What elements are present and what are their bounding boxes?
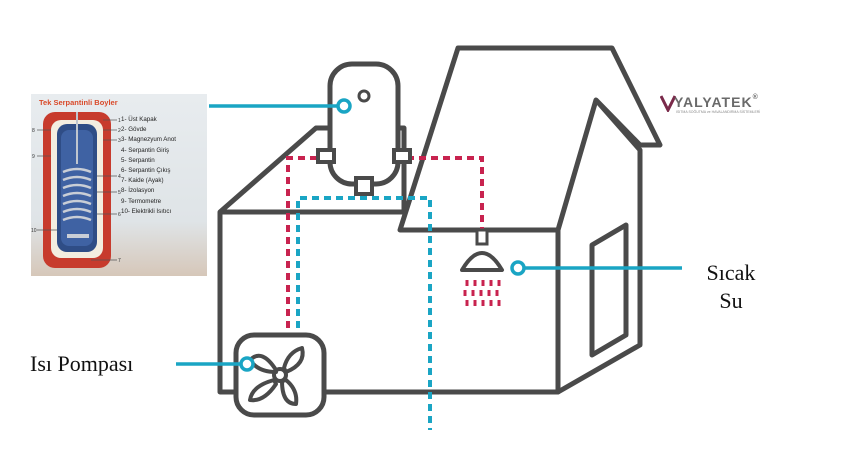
heat-pump-label: Isı Pompası xyxy=(30,351,134,376)
house-side-door xyxy=(589,222,629,358)
callout-number: 8 xyxy=(32,128,35,134)
boiler-tank xyxy=(327,61,401,187)
boiler-bottom-fitting xyxy=(354,176,374,196)
shower-pipe xyxy=(475,228,489,246)
callout-number: 4 xyxy=(118,174,121,180)
callout-number: 2 xyxy=(118,128,121,134)
hot-water-label-line1: Sıcak xyxy=(706,260,756,285)
hot-water-pipe-to-shower xyxy=(395,156,484,232)
boiler-parts-list: 1- Üst Kapak 2- Gövde 3- Magnezyum Anot … xyxy=(121,116,176,218)
list-item: 8- İzolasyon xyxy=(121,187,155,195)
callout-number: 10 xyxy=(31,228,37,234)
callout-number: 7 xyxy=(118,258,121,264)
list-item: 4- Serpantin Giriş xyxy=(121,146,170,154)
boiler-left-fitting xyxy=(316,148,336,164)
list-item: 2- Gövde xyxy=(121,126,147,134)
callout-number: 5 xyxy=(118,190,121,196)
list-item: 1- Üst Kapak xyxy=(121,116,157,123)
heat-pump-body xyxy=(233,332,327,418)
list-item: 9- Termometre xyxy=(121,197,162,205)
logo-tagline: ISITMA SOĞUTMA ve HAVALANDIRMA SİSTEMLER… xyxy=(676,110,761,114)
list-item: 5- Serpantin xyxy=(121,156,155,164)
list-item: 6- Serpantin Çıkış xyxy=(121,166,171,174)
company-logo: YALYATEK® ISITMA SOĞUTMA ve HAVALANDIRMA… xyxy=(660,94,770,124)
shower-water-drops xyxy=(463,280,501,306)
shower-head xyxy=(460,251,504,272)
hot-water-label-line2: Su xyxy=(719,287,743,313)
callout-number: 1 xyxy=(118,118,121,124)
callout-number: 9 xyxy=(32,154,35,160)
boiler-right-fitting xyxy=(392,148,412,164)
logo-mark-icon xyxy=(660,95,676,112)
boiler-inset: Tek Serpantinli Boyler 1 2 3 4 5 6 7 8 xyxy=(31,94,207,276)
callout-number: 3 xyxy=(118,138,121,144)
list-item: 3- Magnezyum Anot xyxy=(121,136,177,144)
boiler-gauge xyxy=(357,89,371,103)
list-item: 7- Kaide (Ayak) xyxy=(121,177,164,185)
list-item: 10- Elektrikli Isıtıcı xyxy=(121,207,172,215)
house-roof xyxy=(397,45,663,233)
hot-water-label: Sıcak Su xyxy=(686,259,776,314)
boiler-cutaway-image: 1 2 3 4 5 6 7 8 9 10 xyxy=(31,112,121,268)
logo-wordmark: YALYATEK® xyxy=(674,94,759,110)
boiler-inset-title: Tek Serpantinli Boyler xyxy=(39,98,118,107)
hot-water-pipe xyxy=(286,156,333,340)
callout-connectors xyxy=(176,98,682,372)
callout-number: 6 xyxy=(118,212,121,218)
